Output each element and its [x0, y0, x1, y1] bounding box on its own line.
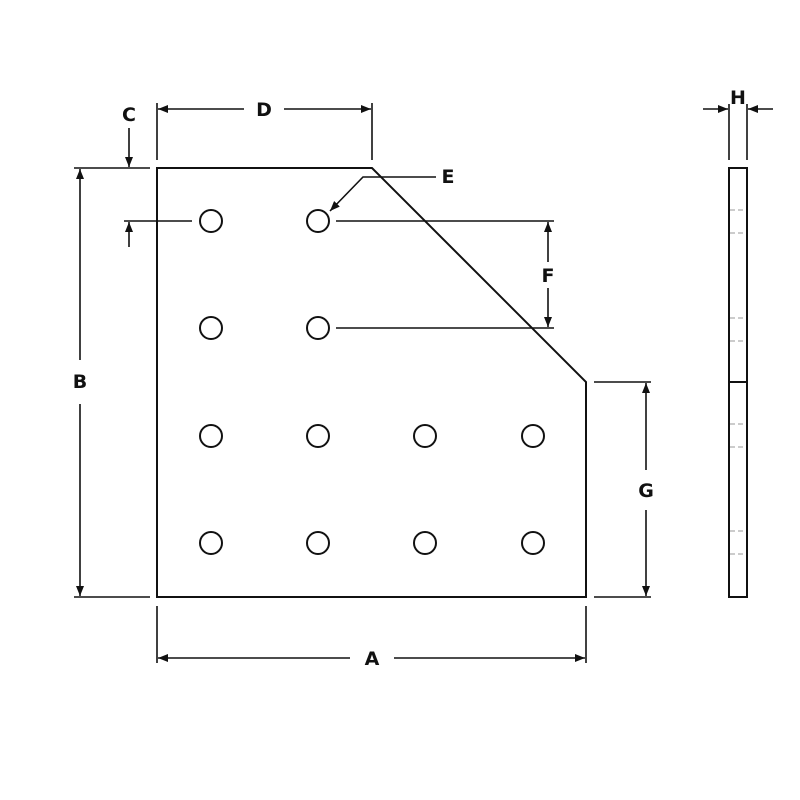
dimension-d: D — [156, 99, 373, 160]
hole — [306, 424, 330, 448]
hole — [413, 531, 437, 555]
hole — [199, 209, 223, 233]
dimension-b: B — [73, 167, 150, 598]
hole — [521, 531, 545, 555]
svg-text:A: A — [365, 648, 380, 670]
plate-outline — [156, 167, 587, 598]
hole — [306, 531, 330, 555]
holes — [199, 209, 545, 555]
svg-text:H: H — [730, 87, 746, 109]
svg-text:C: C — [122, 104, 136, 126]
dimension-a: A — [156, 606, 587, 670]
dimension-g: G — [594, 381, 654, 598]
side-view — [728, 167, 748, 598]
svg-text:E: E — [442, 166, 455, 188]
hole — [199, 531, 223, 555]
dimension-f: F — [336, 220, 555, 329]
hole — [306, 316, 330, 340]
leader-e: E — [329, 166, 455, 212]
svg-text:F: F — [542, 265, 555, 287]
svg-text:D: D — [256, 99, 272, 121]
hole — [306, 209, 330, 233]
svg-text:G: G — [638, 480, 654, 502]
svg-text:B: B — [73, 371, 87, 393]
hole — [199, 316, 223, 340]
dimension-c: C — [122, 104, 192, 247]
dimension-h: H — [703, 87, 773, 160]
hole — [521, 424, 545, 448]
hole — [199, 424, 223, 448]
hole — [413, 424, 437, 448]
